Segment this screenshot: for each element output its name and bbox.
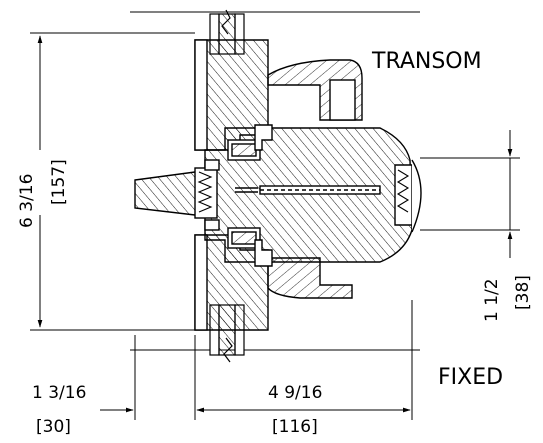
- left-offset-fraction: 1 3/16: [32, 383, 86, 403]
- mullion-depth-metric: [38]: [513, 275, 533, 310]
- mullion-section: [204, 124, 422, 267]
- dimension-lines: [30, 11, 520, 420]
- frame-width-fraction: 4 9/16: [268, 383, 322, 403]
- overall-height-metric: [157]: [49, 159, 69, 205]
- transom-label: TRANSOM: [371, 49, 482, 74]
- fixed-label: FIXED: [438, 365, 503, 390]
- overall-height-dim: 6 3/16 [157]: [17, 159, 69, 228]
- left-offset-metric: [30]: [36, 417, 71, 437]
- frame-width-metric: [116]: [272, 417, 318, 437]
- overall-height-fraction: 6 3/16: [17, 174, 37, 228]
- mullion-depth-dim: 1 1/2 [38]: [482, 275, 533, 322]
- mullion-depth-fraction: 1 1/2: [482, 278, 502, 322]
- left-sill: [134, 159, 220, 231]
- transom-frame: [194, 39, 363, 151]
